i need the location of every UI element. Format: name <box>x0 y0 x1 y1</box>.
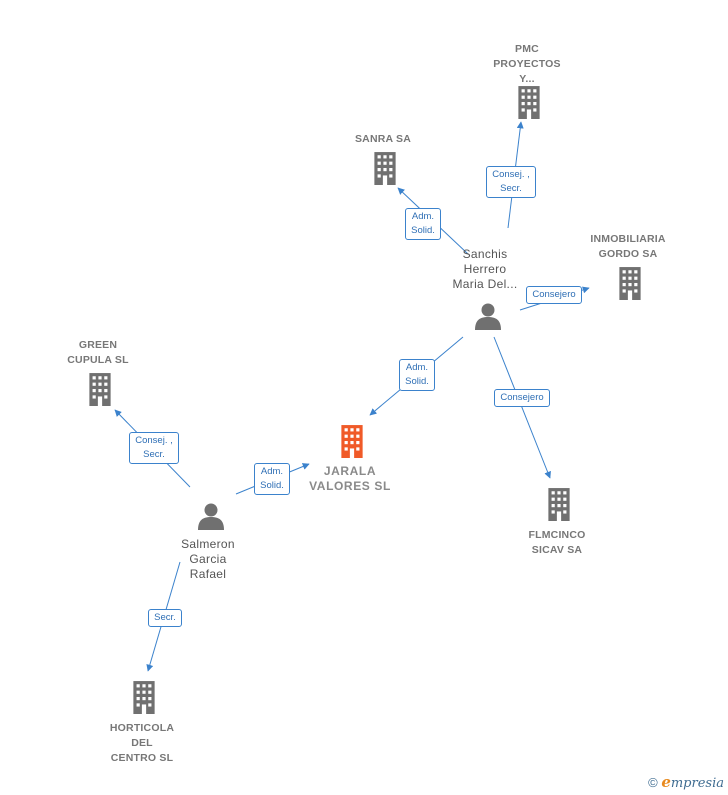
node-label-horticola[interactable]: HORTICOLA DEL CENTRO SL <box>109 722 175 764</box>
building-icon-flmcinco[interactable] <box>548 488 570 521</box>
edge-sanchis-flmcinco <box>493 336 551 479</box>
building-icon-horticola[interactable] <box>133 681 155 714</box>
node-label-pmc[interactable]: PMC PROYECTOS Y... <box>493 43 561 85</box>
edge-label-salmeron-green[interactable]: Consej. , Secr. <box>129 432 179 464</box>
node-label-sanchis[interactable]: Sanchis Herrero Maria Del... <box>452 247 518 291</box>
edge-label-sanchis-sanra[interactable]: Adm. Solid. <box>405 208 441 240</box>
edge-label-sanchis-jarala[interactable]: Adm. Solid. <box>399 359 435 391</box>
copyright-icon: © <box>648 775 658 790</box>
node-label-sanra[interactable]: SANRA SA <box>354 133 412 145</box>
node-label-flmcinco[interactable]: FLMCINCO SICAV SA <box>528 529 586 556</box>
person-icon-sanchis[interactable] <box>475 303 501 331</box>
footer-brand[interactable]: © empresia <box>648 773 724 791</box>
edge-label-salmeron-horticola[interactable]: Secr. <box>148 609 182 627</box>
building-icon-green[interactable] <box>89 373 111 406</box>
person-icon-salmeron[interactable] <box>198 503 224 531</box>
building-icon-pmc[interactable] <box>518 86 540 119</box>
node-label-inmobiliaria[interactable]: INMOBILIARIA GORDO SA <box>590 233 666 260</box>
edge-label-sanchis-pmc[interactable]: Consej. , Secr. <box>486 166 536 198</box>
node-label-salmeron[interactable]: Salmeron Garcia Rafael <box>181 537 235 581</box>
building-icon-jarala[interactable] <box>341 425 363 458</box>
edge-label-sanchis-flmcinco[interactable]: Consejero <box>494 389 550 407</box>
edge-label-salmeron-jarala[interactable]: Adm. Solid. <box>254 463 290 495</box>
building-icon-sanra[interactable] <box>374 152 396 185</box>
node-label-jarala[interactable]: JARALA VALORES SL <box>309 464 391 493</box>
edge-label-sanchis-inmobiliaria[interactable]: Consejero <box>526 286 582 304</box>
brand-logo: empresia <box>661 773 724 791</box>
building-icon-inmobiliaria[interactable] <box>619 267 641 300</box>
node-label-green[interactable]: GREEN CUPULA SL <box>67 339 129 366</box>
